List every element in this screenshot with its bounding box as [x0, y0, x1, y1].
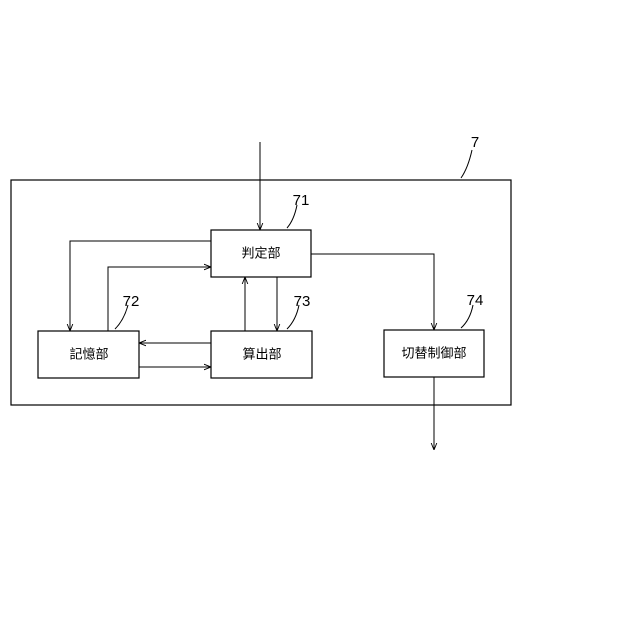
memory-unit-ref: 72 — [123, 293, 140, 310]
judgment-unit-label: 判定部 — [241, 247, 280, 262]
calculation-unit-ref: 73 — [294, 293, 311, 310]
calculation-unit-label: 算出部 — [242, 348, 281, 363]
memory-unit-label: 記憶部 — [69, 347, 108, 363]
judgment-unit-ref: 71 — [293, 192, 310, 209]
switching-control-unit-label: 切替制御部 — [401, 347, 466, 362]
switching-control-unit-ref: 74 — [467, 292, 484, 309]
outer-module-leader-line — [461, 150, 472, 178]
outer-module-ref: 7 — [471, 134, 479, 151]
